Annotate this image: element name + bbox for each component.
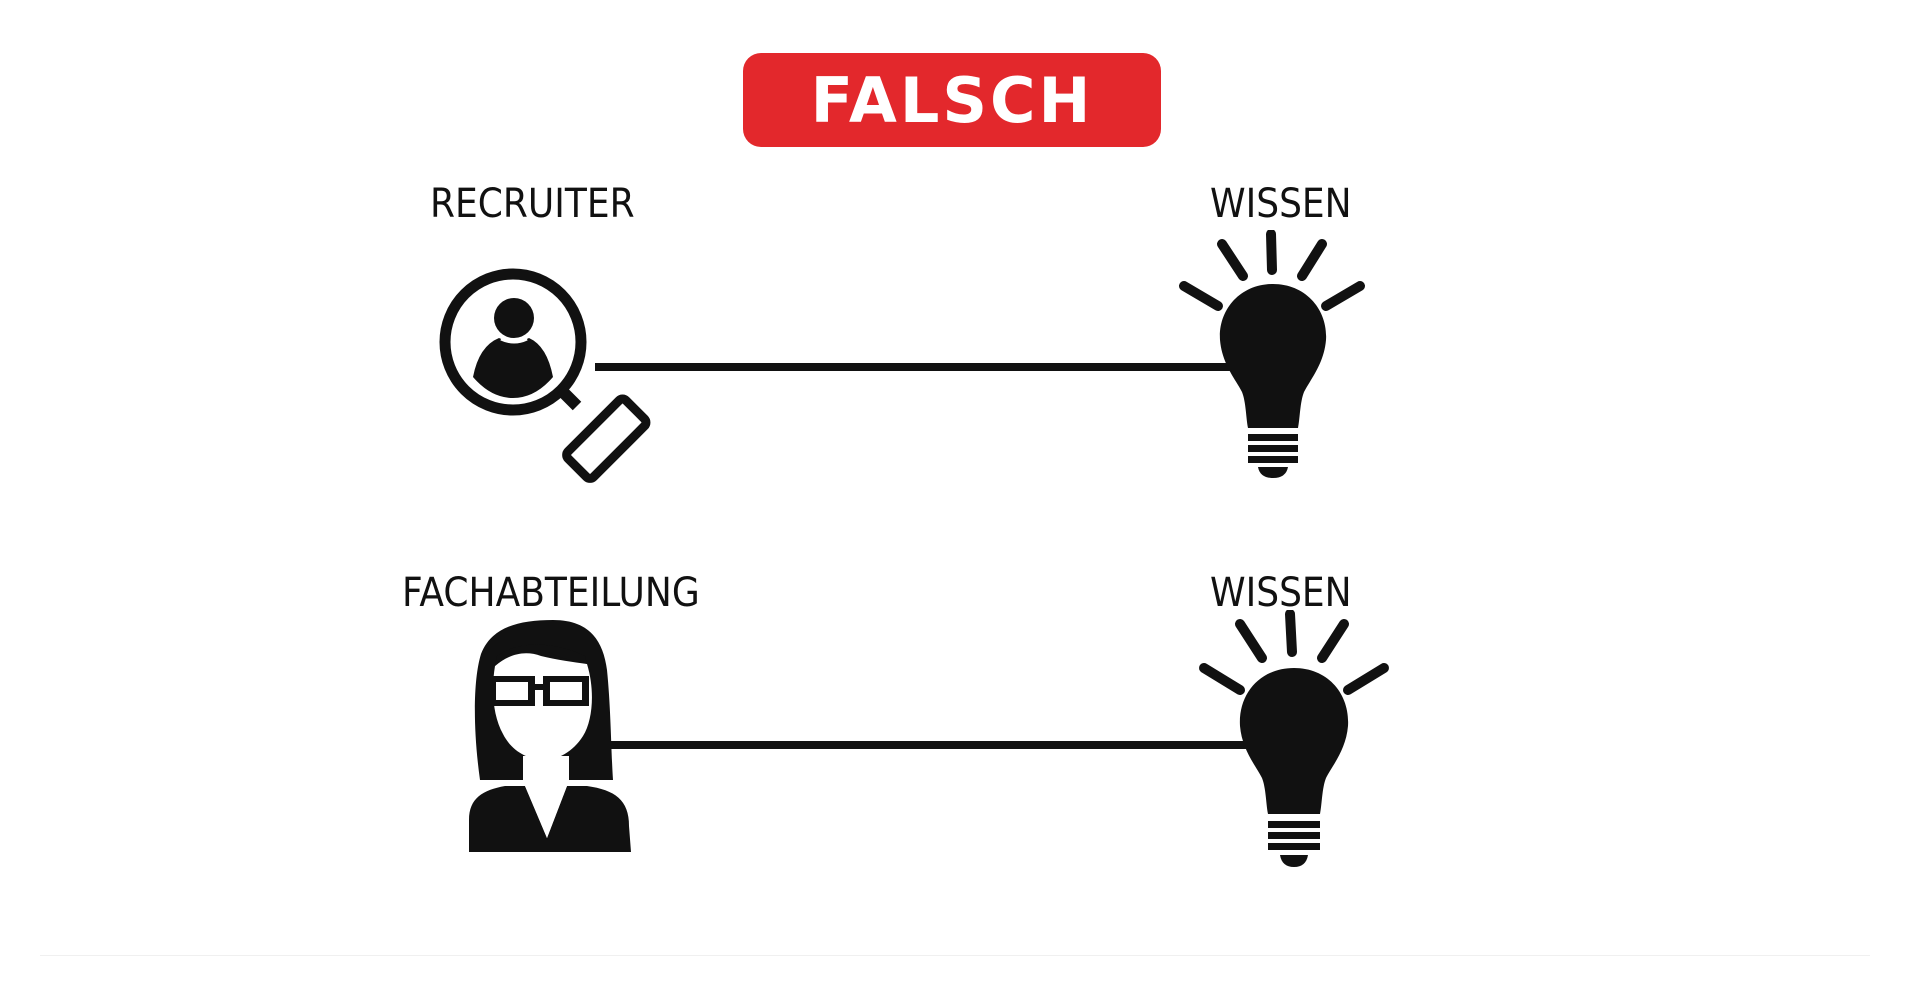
connector-line-2 [605, 741, 1255, 749]
woman-glasses-icon [469, 620, 631, 852]
wissen-label-2: WISSEN [1210, 570, 1352, 616]
lightbulb-icon-2 [1199, 610, 1389, 867]
footer-divider [40, 955, 1870, 956]
fachabteilung-label: FACHABTEILUNG [402, 570, 700, 616]
wissen-label-1: WISSEN [1210, 181, 1352, 227]
falsch-badge: FALSCH [743, 53, 1161, 147]
badge-label: FALSCH [810, 64, 1094, 137]
magnifier-person-icon [439, 268, 651, 483]
connector-line-1 [595, 363, 1235, 371]
lightbulb-icon-1 [1179, 230, 1365, 478]
recruiter-label: RECRUITER [430, 181, 635, 227]
